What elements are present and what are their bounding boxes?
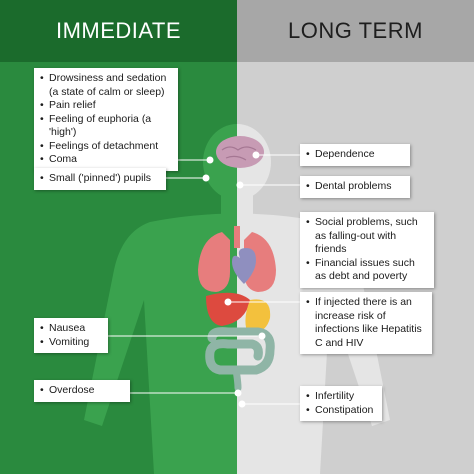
stomach-icon (245, 299, 271, 334)
nausea-box: Nausea Vomiting (34, 318, 108, 353)
effect-overdose: Overdose (40, 384, 124, 398)
liver-icon (206, 292, 250, 326)
effect-injection-infections: If injected there is an increase risk of… (306, 296, 426, 350)
effect-pain-relief: Pain relief (40, 99, 172, 113)
dependence-box: Dependence (300, 144, 410, 166)
dental-box: Dental problems (300, 176, 410, 198)
effect-coma: Coma (40, 153, 172, 167)
heart-icon (232, 248, 256, 284)
effect-infertility: Infertility (306, 390, 376, 404)
pupils-box: Small ('pinned') pupils (34, 168, 166, 190)
social-box: Social problems, such as falling-out wit… (300, 212, 434, 288)
injection-box: If injected there is an increase risk of… (300, 292, 432, 354)
intestines-icon (205, 327, 275, 392)
effect-constipation: Constipation (306, 404, 376, 418)
mental-effects-box: Drowsiness and sedation (a state of calm… (34, 68, 178, 171)
immediate-heading: IMMEDIATE (0, 0, 237, 62)
effect-euphoria: Feeling of euphoria (a 'high') (40, 113, 172, 140)
effect-drowsiness: Drowsiness and sedation (a state of calm… (40, 72, 172, 99)
effect-financial-issues: Financial issues such as debt and povert… (306, 257, 428, 284)
reproductive-box: Infertility Constipation (300, 386, 382, 421)
long-term-heading: LONG TERM (237, 0, 474, 62)
effect-social-problems: Social problems, such as falling-out wit… (306, 216, 428, 257)
brain-icon (216, 136, 264, 168)
lungs-icon (198, 226, 276, 292)
effect-dental-problems: Dental problems (306, 180, 404, 194)
overdose-box: Overdose (34, 380, 130, 402)
effect-nausea: Nausea (40, 322, 102, 336)
effect-pinned-pupils: Small ('pinned') pupils (40, 172, 160, 186)
effect-detachment: Feelings of detachment (40, 140, 172, 154)
effect-dependence: Dependence (306, 148, 404, 162)
effect-vomiting: Vomiting (40, 336, 102, 350)
